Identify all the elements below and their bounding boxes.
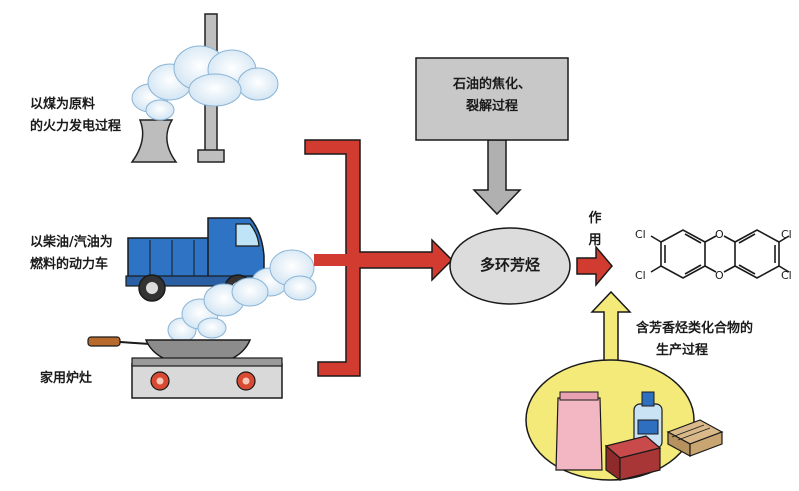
action-arrow: [576, 244, 613, 288]
dioxin-structure: [650, 229, 790, 279]
process-box: [415, 57, 569, 141]
power-plant-icon: [130, 13, 279, 163]
products-label-line: 生产过程: [656, 343, 709, 358]
merge-arrow: [304, 139, 454, 377]
source-label-line: 家用炉灶: [40, 371, 93, 386]
products-label: 含芳香烃类化合物的 生产过程: [636, 318, 753, 362]
atom-o: O: [715, 228, 724, 241]
source-label-stove: 家用炉灶: [40, 368, 92, 390]
process-label-line: 石油的焦化、: [452, 77, 531, 92]
source-label-line: 以煤为原料: [30, 97, 96, 112]
atom-cl: Cl: [781, 269, 792, 282]
atom-o: O: [715, 269, 724, 282]
action-label-line: 作: [588, 211, 602, 226]
source-label-line: 的火力发电过程: [30, 119, 122, 134]
source-label-line: 以柴油/汽油为: [30, 235, 113, 250]
action-label-line: 用: [588, 233, 602, 248]
process-arrow: [472, 139, 522, 216]
atom-cl: Cl: [635, 269, 646, 282]
atom-cl: Cl: [635, 228, 646, 241]
products-group: [525, 359, 724, 482]
atom-cl: Cl: [781, 228, 792, 241]
products-label-line: 含芳香烃类化合物的: [636, 321, 754, 336]
source-label-vehicle: 以柴油/汽油为 燃料的动力车: [30, 232, 113, 276]
source-label-power-plant: 以煤为原料 的火力发电过程: [30, 94, 121, 138]
center-node: [449, 227, 571, 305]
source-label-line: 燃料的动力车: [30, 257, 109, 272]
action-label: 作 用: [580, 208, 610, 252]
process-label-line: 裂解过程: [465, 99, 518, 114]
center-node-label: 多环芳烃: [479, 256, 540, 274]
stove-icon: [87, 277, 283, 399]
process-box-label: 石油的焦化、 裂解过程: [416, 74, 568, 118]
